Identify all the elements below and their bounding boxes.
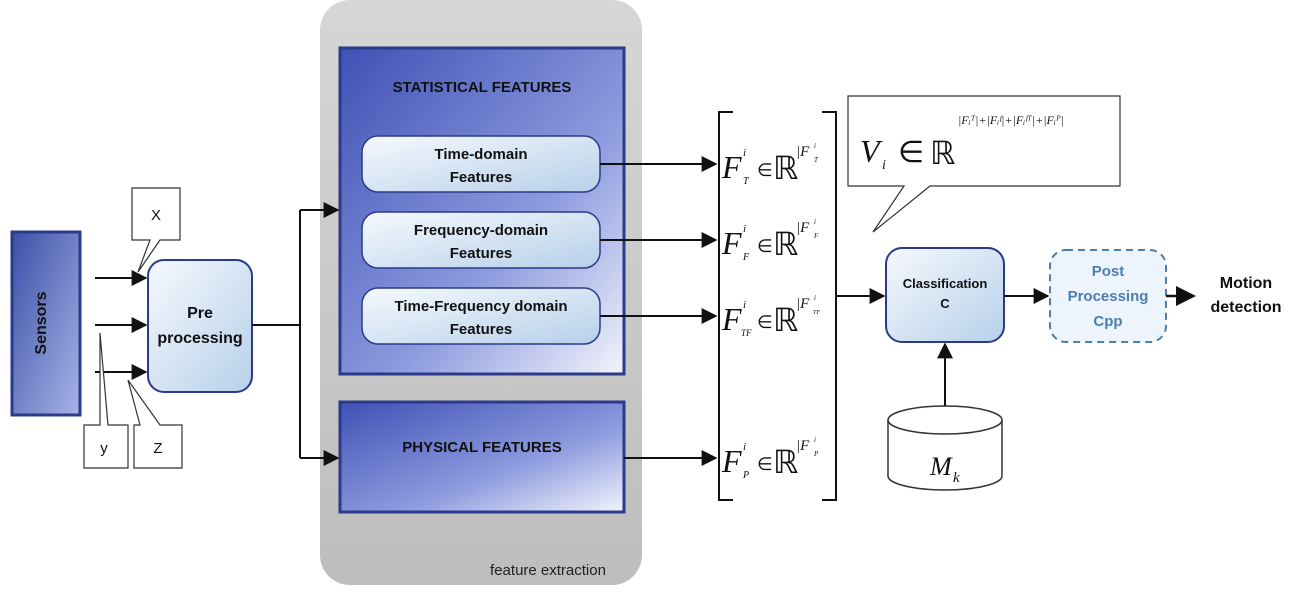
statistical-features-title: STATISTICAL FEATURES [393,79,572,96]
x-label: X [151,207,161,224]
post-processing-label-1: Post [1092,263,1125,280]
svg-text:P: P [813,450,819,458]
svg-text:V: V [860,133,883,169]
y-label: y [100,440,108,457]
svg-text:TF: TF [741,328,752,338]
svg-text:ℝ: ℝ [773,444,798,480]
z-label: Z [153,440,162,457]
left-bracket [718,111,733,501]
time-domain-label-1: Time-domain [434,146,527,163]
svg-text:T: T [743,176,750,187]
svg-text:P: P [742,470,749,481]
svg-text:F: F [721,443,742,479]
feature-extraction-label: feature extraction [490,562,606,579]
preprocessing-box [147,259,253,393]
preprocessing-label-1: Pre [187,305,213,322]
svg-text:ℝ: ℝ [930,135,955,171]
svg-text:|F: |F [796,296,810,312]
svg-text:|Fᵢᵀ|+|Fᵢᶠ|+|Fᵢᶠᵀ|+|Fᵢᴾ|: |Fᵢᵀ|+|Fᵢᶠ|+|Fᵢᶠᵀ|+|Fᵢᴾ| [958,113,1064,127]
output-label-2: detection [1210,299,1281,316]
svg-text:TF: TF [813,310,820,316]
frequency-domain-label-2: Features [450,245,513,262]
svg-text:i: i [814,436,816,444]
vector-f-t: F i T ∈ ℝ |F T i [721,142,819,187]
vector-f-tf: F i TF ∈ ℝ |F TF i [721,294,820,338]
svg-text:F: F [721,149,742,185]
svg-text:i: i [743,147,746,159]
svg-text:F: F [721,225,742,261]
model-database [887,405,1003,491]
svg-text:F: F [813,232,819,240]
svg-text:∈: ∈ [898,136,924,169]
time-frequency-label-2: Features [450,321,513,338]
svg-text:M: M [929,452,953,481]
svg-text:∈: ∈ [757,236,773,256]
physical-features-title: PHYSICAL FEATURES [402,439,561,456]
physical-features-box [338,400,626,514]
frequency-domain-label-1: Frequency-domain [414,222,548,239]
svg-text:T: T [814,156,819,164]
svg-text:|F: |F [796,438,810,454]
svg-text:i: i [814,218,816,226]
svg-text:|F: |F [796,220,810,236]
svg-text:|F: |F [796,144,810,160]
svg-text:∈: ∈ [757,312,773,332]
svg-text:i: i [814,294,816,302]
vector-f-p: F i P ∈ ℝ |F P i [721,436,819,481]
z-callout [127,379,183,469]
model-label: M k [929,452,960,486]
classification-box [885,247,1005,343]
time-frequency-label-1: Time-Frequency domain [394,298,567,315]
right-bracket [822,111,837,501]
sensors-box [10,230,82,417]
vector-callout [847,95,1121,233]
svg-text:F: F [721,301,742,337]
svg-text:k: k [953,470,960,486]
preprocessing-label-2: processing [157,330,242,347]
svg-text:ℝ: ℝ [773,150,798,186]
svg-text:F: F [742,252,750,263]
svg-text:i: i [743,299,746,311]
classification-label-1: Classification [903,276,988,291]
time-domain-label-2: Features [450,169,513,186]
vector-callout-formula: V i ∈ ℝ |Fᵢᵀ|+|Fᵢᶠ|+|Fᵢᶠᵀ|+|Fᵢᴾ| [860,113,1064,173]
svg-text:i: i [882,158,886,173]
sensors-label: Sensors [33,291,50,354]
y-callout [83,332,129,469]
svg-text:i: i [743,223,746,235]
post-processing-label-2: Processing [1068,288,1149,305]
svg-text:∈: ∈ [757,454,773,474]
classification-label-2: C [940,296,950,311]
output-label-1: Motion [1220,275,1272,292]
post-processing-label-3: Cpp [1093,313,1122,330]
svg-text:i: i [814,142,816,150]
svg-text:ℝ: ℝ [773,226,798,262]
svg-text:i: i [743,441,746,453]
vector-f-f: F i F ∈ ℝ |F F i [721,218,819,263]
svg-text:ℝ: ℝ [773,302,798,338]
svg-text:∈: ∈ [757,160,773,180]
x-callout [131,187,181,273]
